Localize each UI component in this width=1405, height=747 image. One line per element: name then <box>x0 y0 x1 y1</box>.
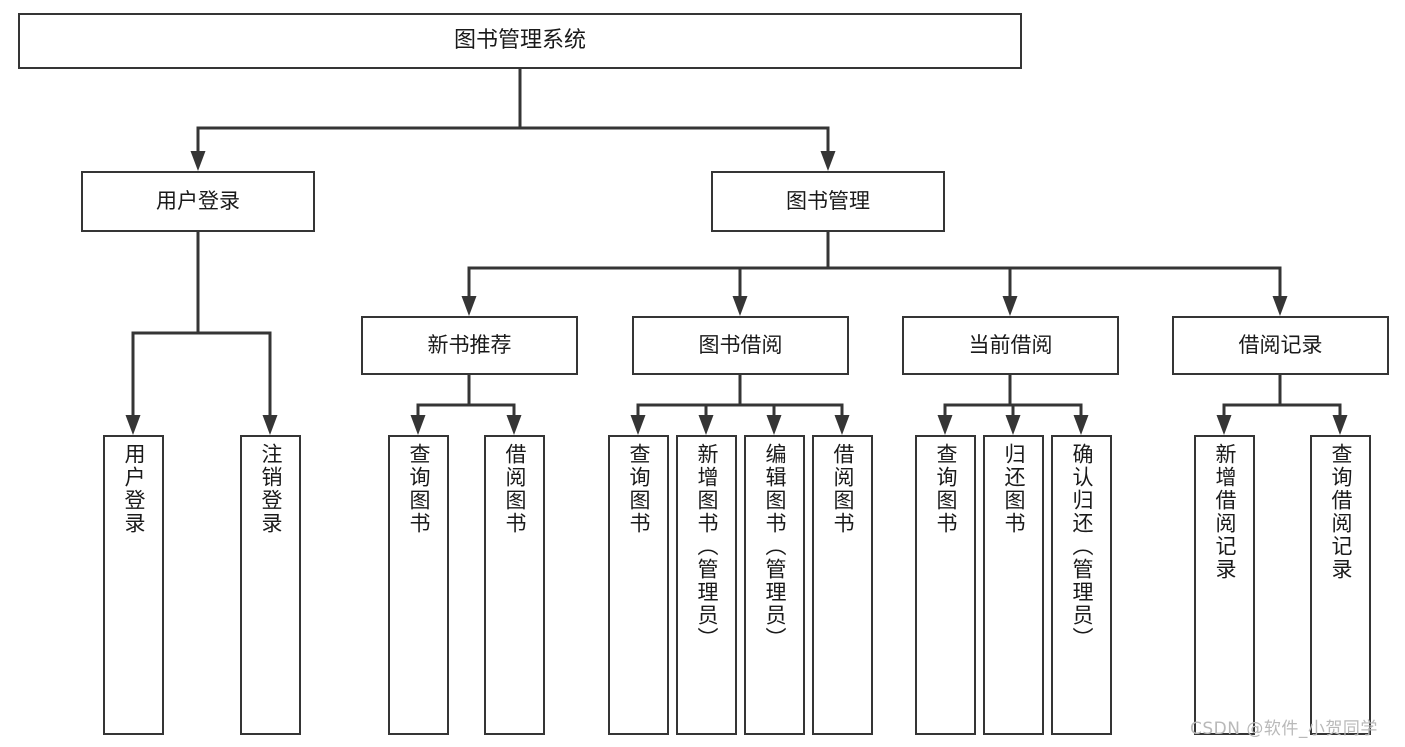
arrow-book-management-head <box>820 151 836 171</box>
node-leaf-edit-book[interactable]: 编辑图书（管理员） <box>744 435 805 735</box>
arrow-user-login-head <box>190 151 206 171</box>
arrow-leaf-return-book-head <box>1005 415 1021 435</box>
arrow-leaf-logout-head <box>262 415 278 435</box>
arrow-borrow-record-head <box>1272 296 1288 316</box>
node-label: 借阅记录 <box>1238 332 1323 357</box>
node-borrow-record[interactable]: 借阅记录 <box>1172 316 1389 375</box>
node-label: 编辑图书（管理员） <box>763 443 787 650</box>
node-label: 当前借阅 <box>968 332 1053 357</box>
arrow-leaf-add-borrow-record-head <box>1216 415 1232 435</box>
node-label: 确认归还（管理员） <box>1070 443 1094 650</box>
node-leaf-return-book[interactable]: 归还图书 <box>983 435 1044 735</box>
node-book-borrow[interactable]: 图书借阅 <box>632 316 849 375</box>
arrow-leaf-confirm-return-head <box>1073 415 1089 435</box>
node-leaf-borrow-book[interactable]: 借阅图书 <box>812 435 873 735</box>
node-label: 注销登录 <box>259 443 283 535</box>
node-leaf-query-book-borrow[interactable]: 查询图书 <box>608 435 669 735</box>
node-current-borrow[interactable]: 当前借阅 <box>902 316 1119 375</box>
node-label: 新书推荐 <box>427 332 512 357</box>
arrow-leaf-user-login-head <box>125 415 141 435</box>
node-user-login[interactable]: 用户登录 <box>81 171 315 232</box>
node-label: 图书管理 <box>786 188 870 213</box>
arrow-book-borrow-head <box>732 296 748 316</box>
node-label: 借阅图书 <box>831 443 855 535</box>
node-label: 查询图书 <box>934 443 958 535</box>
node-label: 新增借阅记录 <box>1213 443 1237 581</box>
arrow-leaf-add-book-head <box>698 415 714 435</box>
node-leaf-confirm-return[interactable]: 确认归还（管理员） <box>1051 435 1112 735</box>
node-label: 图书借阅 <box>698 332 783 357</box>
arrow-new-book-recommend-head <box>461 296 477 316</box>
arrow-leaf-query-book-recommend-head <box>410 415 426 435</box>
arrow-leaf-query-book-current-head <box>937 415 953 435</box>
node-leaf-query-book-current[interactable]: 查询图书 <box>915 435 976 735</box>
arrow-leaf-query-borrow-record-head <box>1332 415 1348 435</box>
node-label: 查询图书 <box>627 443 651 535</box>
arrow-current-borrow-head <box>1002 296 1018 316</box>
node-label: 归还图书 <box>1002 443 1026 535</box>
csdn-watermark: CSDN @软件_小贺同学 <box>1190 719 1378 739</box>
node-leaf-add-book[interactable]: 新增图书（管理员） <box>676 435 737 735</box>
arrow-leaf-borrow-book-head <box>834 415 850 435</box>
node-label: 查询借阅记录 <box>1329 443 1353 581</box>
arrow-leaf-borrow-book-recommend-head <box>506 415 522 435</box>
node-new-book-recommend[interactable]: 新书推荐 <box>361 316 578 375</box>
node-book-management[interactable]: 图书管理 <box>711 171 945 232</box>
node-label: 借阅图书 <box>503 443 527 535</box>
node-label: 用户登录 <box>156 188 240 213</box>
node-leaf-borrow-book-recommend[interactable]: 借阅图书 <box>484 435 545 735</box>
arrow-leaf-edit-book-head <box>766 415 782 435</box>
node-leaf-logout[interactable]: 注销登录 <box>240 435 301 735</box>
node-label: 用户登录 <box>122 443 146 535</box>
node-leaf-query-book-recommend[interactable]: 查询图书 <box>388 435 449 735</box>
node-leaf-query-borrow-record[interactable]: 查询借阅记录 <box>1310 435 1371 735</box>
node-leaf-user-login[interactable]: 用户登录 <box>103 435 164 735</box>
node-label: 图书管理系统 <box>453 27 586 53</box>
node-label: 查询图书 <box>407 443 431 535</box>
node-label: 新增图书（管理员） <box>695 443 719 650</box>
arrow-leaf-query-book-borrow-head <box>630 415 646 435</box>
node-root[interactable]: 图书管理系统 <box>18 13 1022 69</box>
node-leaf-add-borrow-record[interactable]: 新增借阅记录 <box>1194 435 1255 735</box>
